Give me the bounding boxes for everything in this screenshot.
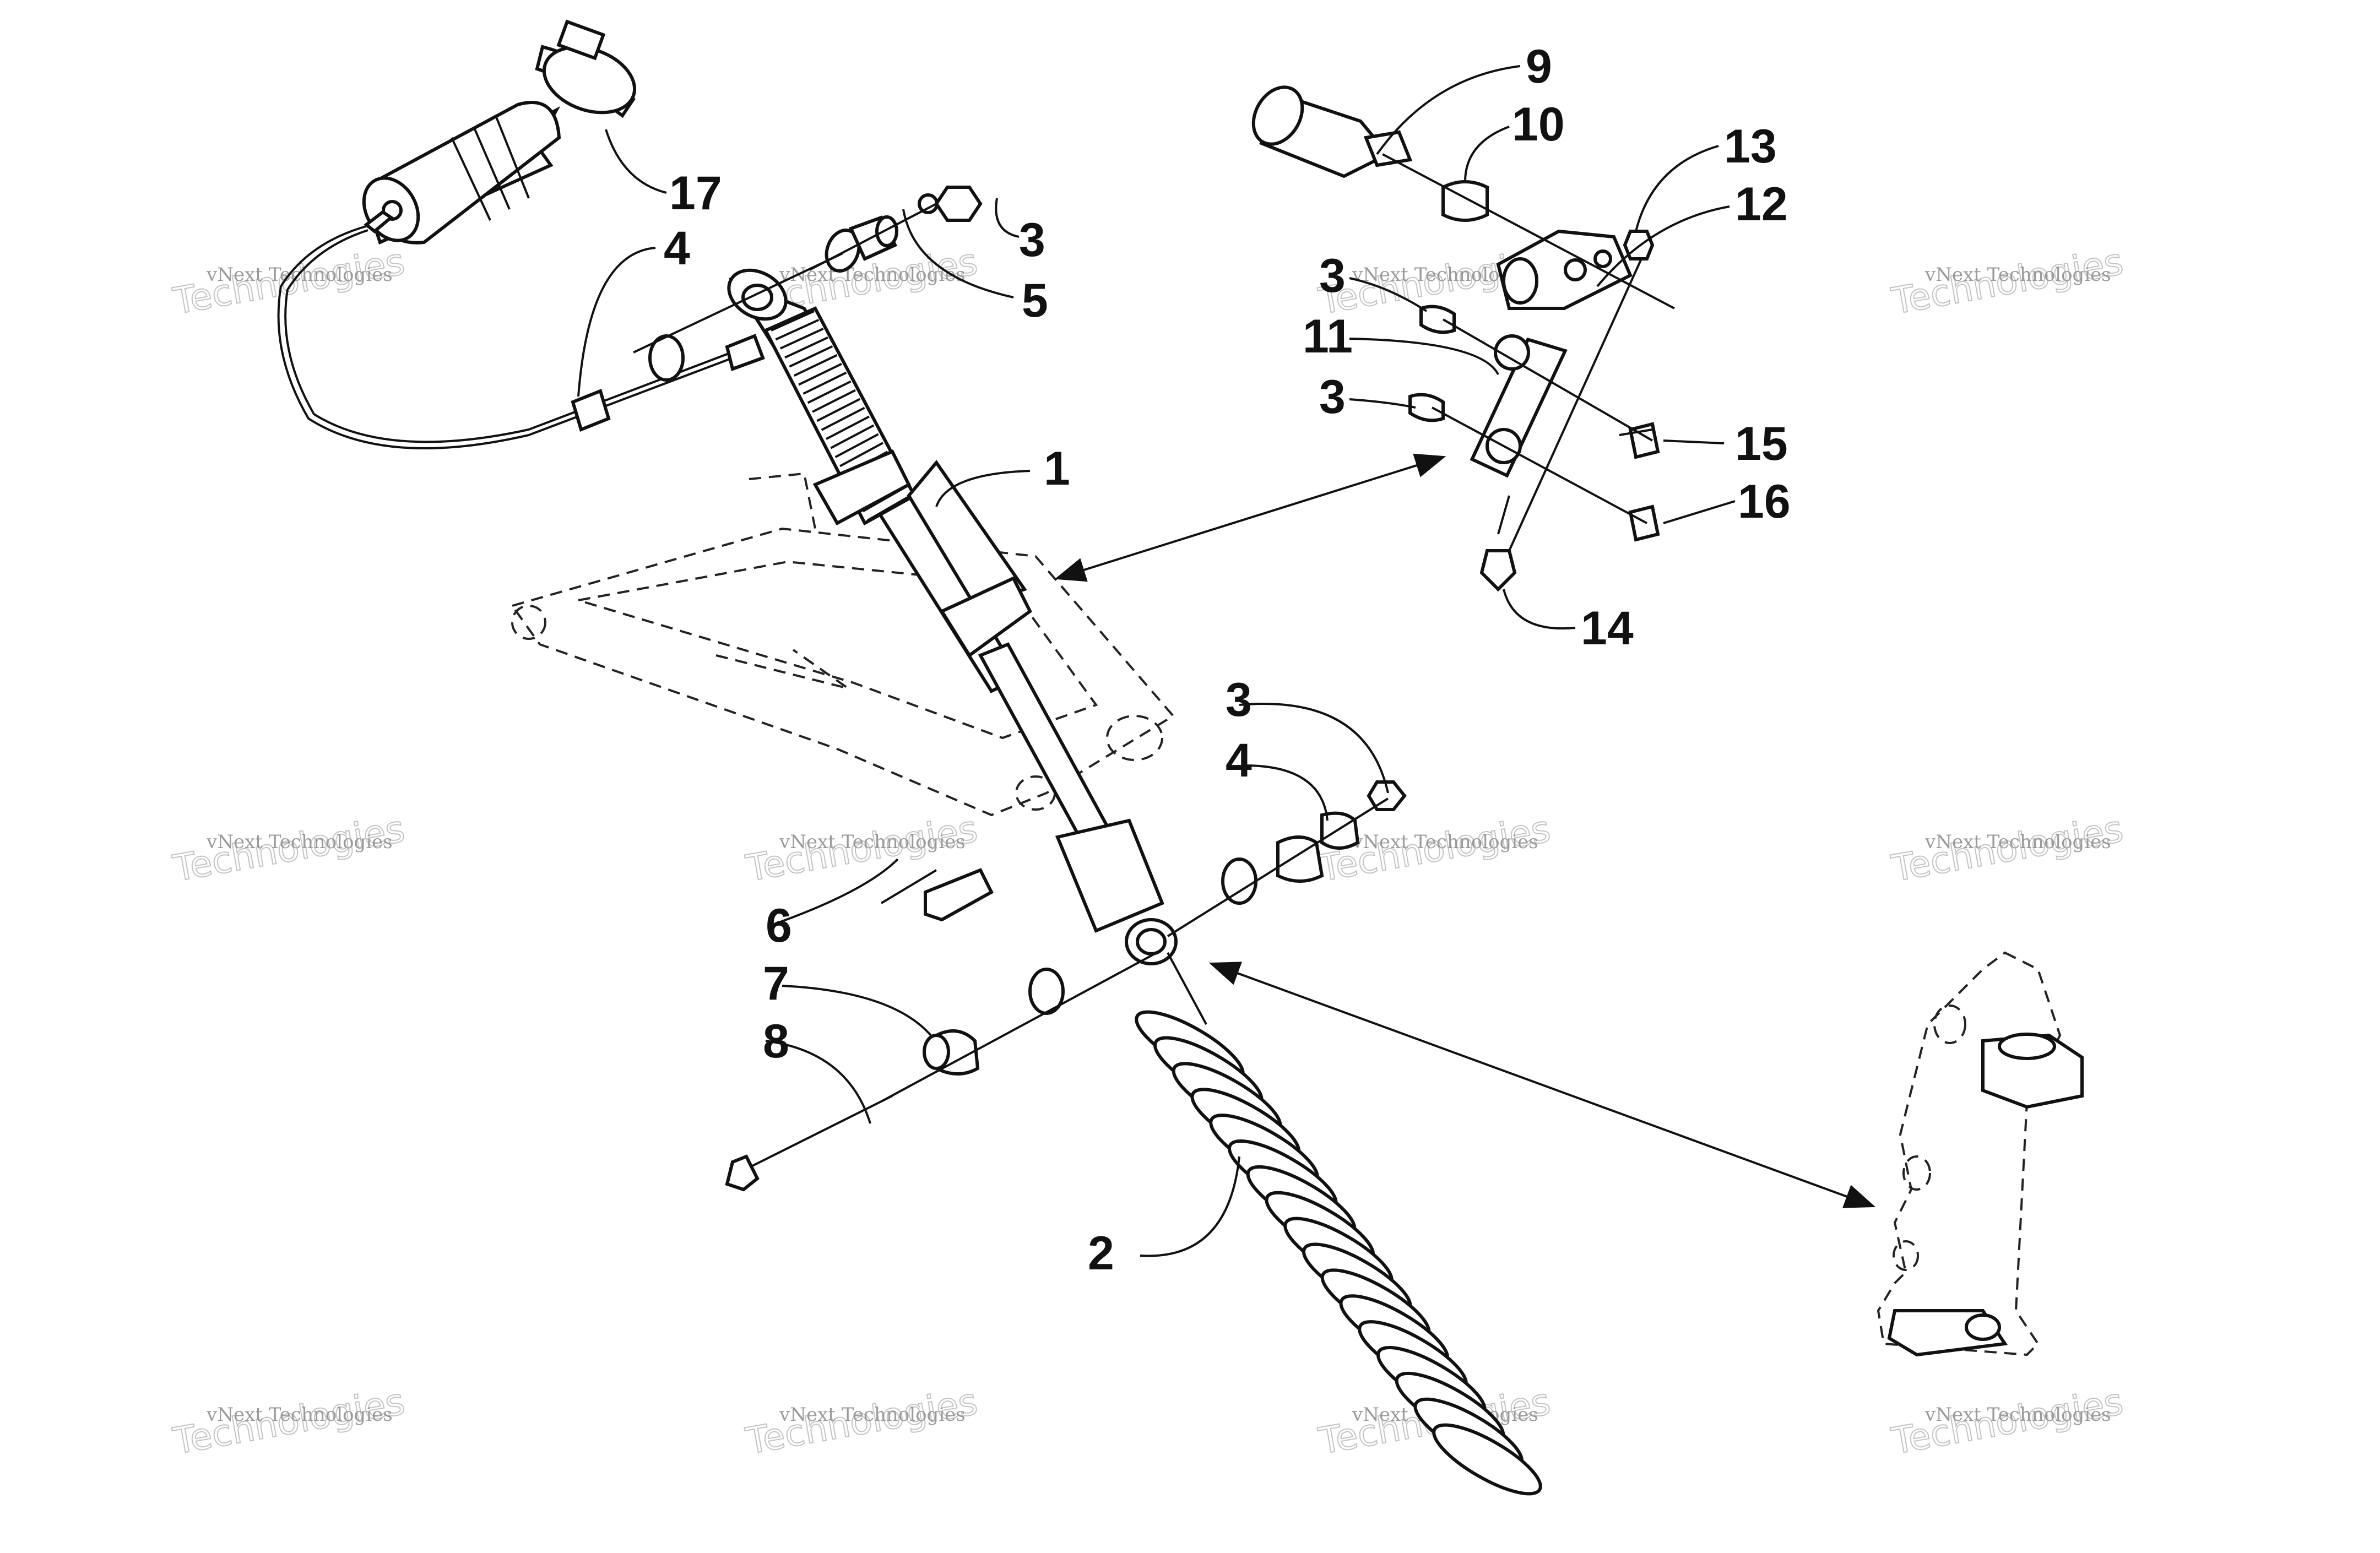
shock-thread-line — [821, 406, 865, 431]
watermark-small: vNext Technologies — [206, 1404, 393, 1426]
watermark-small: vNext Technologies — [779, 264, 966, 286]
watermark-small: vNext Technologies — [206, 831, 393, 853]
remote-reservoir — [362, 101, 561, 245]
callout-8: 8 — [763, 1015, 789, 1068]
leader-lines — [577, 65, 1736, 1257]
assembly-arrow-top — [1054, 453, 1446, 582]
watermark-small: vNext Technologies — [779, 1404, 966, 1426]
shock-thread-line — [816, 398, 861, 422]
callout-5: 5 — [1022, 274, 1048, 327]
watermark-small: vNext Technologies — [1924, 264, 2111, 286]
a-arm-reference — [510, 472, 1175, 817]
shock-thread-line — [826, 415, 870, 440]
reservoir-hose — [277, 225, 733, 449]
callout-16: 16 — [1738, 475, 1791, 528]
callout-14: 14 — [1581, 602, 1634, 655]
hose-clamp — [535, 19, 637, 118]
shock-thread-line — [812, 389, 856, 413]
shock-thread-line — [771, 310, 815, 332]
shock-thread-line — [793, 354, 838, 377]
watermark-small: vNext Technologies — [1924, 1404, 2111, 1426]
callout-3-linkage-upper: 3 — [1319, 249, 1346, 302]
assembly-arrow-bottom — [1208, 962, 1876, 1208]
shock-thread-line — [789, 345, 833, 368]
shock-thread-line — [839, 442, 883, 468]
callout-9: 9 — [1526, 40, 1552, 93]
callout-11: 11 — [1303, 310, 1353, 363]
shock-thread-line — [775, 319, 820, 341]
callout-3-top: 3 — [1019, 214, 1045, 267]
callout-15: 15 — [1735, 417, 1788, 470]
top-eye-hardware — [571, 186, 983, 432]
watermark-small: vNext Technologies — [1924, 831, 2111, 853]
callout-10: 10 — [1512, 98, 1565, 151]
shock-thread-line — [867, 495, 911, 522]
shock-thread-line — [830, 424, 875, 449]
callout-13: 13 — [1724, 120, 1777, 173]
spring-coil — [1432, 1423, 1542, 1496]
watermark-small: vNext Technologies — [1352, 831, 1538, 853]
callout-4-bottom: 4 — [1226, 734, 1252, 787]
shock-thread-line — [779, 328, 824, 350]
shock-thread-line — [807, 380, 852, 404]
callout-17: 17 — [669, 167, 722, 220]
callout-1: 1 — [1044, 442, 1070, 495]
shock-thread-line — [784, 336, 828, 359]
shock-thread-line — [834, 433, 879, 458]
callout-2: 2 — [1088, 1227, 1114, 1280]
reservoir-hose-inner — [284, 229, 732, 443]
callout-3-linkage-lower: 3 — [1319, 371, 1346, 423]
callout-6: 6 — [766, 899, 792, 952]
callout-7: 7 — [763, 957, 789, 1010]
watermark-small: vNext Technologies — [779, 831, 966, 853]
spindle-reference — [1877, 951, 2084, 1357]
shock-thread-line — [798, 362, 842, 386]
shock-absorber — [725, 268, 1178, 965]
callout-labels: 1 2 3 3 3 3 4 4 5 6 7 8 9 10 11 12 13 14… — [664, 40, 1791, 1280]
callout-3-bottom: 3 — [1226, 674, 1252, 726]
assembly-axis-lines — [633, 153, 1675, 1103]
callout-4-hose: 4 — [664, 222, 690, 275]
callout-12: 12 — [1735, 178, 1788, 231]
shock-thread-line — [803, 371, 847, 395]
